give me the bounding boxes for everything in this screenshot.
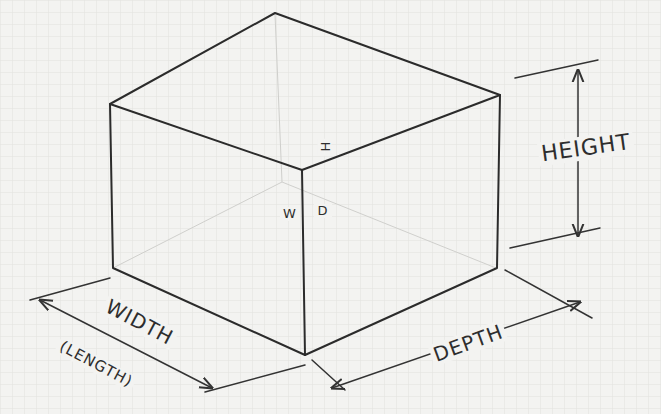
depth-label: DEPTH — [427, 319, 508, 366]
axis-letter: W — [280, 207, 300, 221]
axis-letter: H — [317, 139, 331, 156]
box-outline — [110, 13, 500, 355]
length-label: (LENGTH) — [54, 336, 138, 391]
axis-letter: D — [314, 204, 331, 218]
dimension-lines — [30, 60, 600, 392]
height-label: HEIGHT — [537, 129, 635, 166]
width-label: WIDTH — [100, 294, 180, 351]
hidden-edges — [113, 14, 496, 268]
